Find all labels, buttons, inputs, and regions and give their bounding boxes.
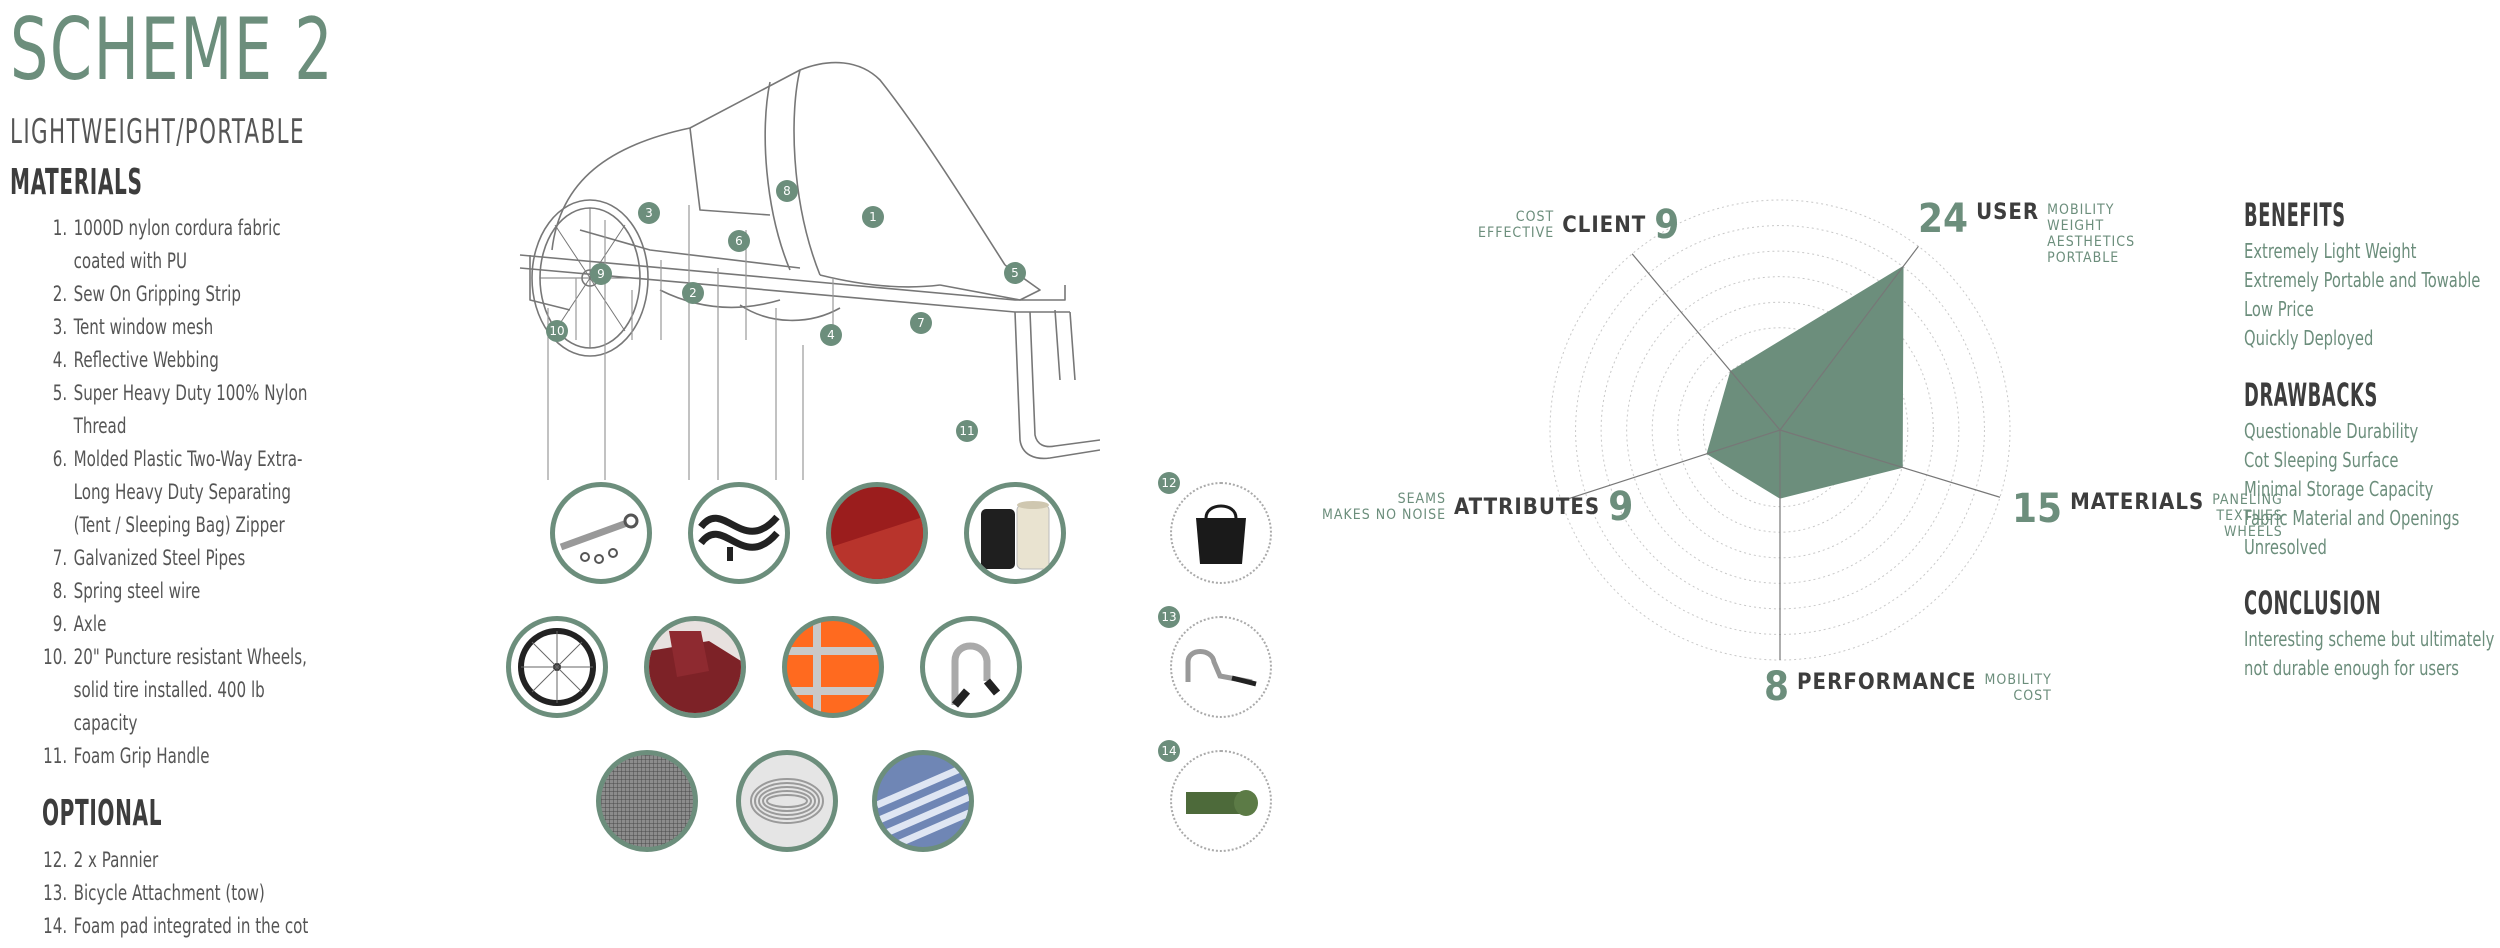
optional-list: 12.2 x Pannier 13.Bicycle Attachment (to… — [40, 844, 308, 943]
tent-mesh-swatch — [596, 750, 698, 852]
list-item: 8.Spring steel wire — [52, 579, 201, 603]
page-title: SCHEME 2 — [10, 0, 335, 100]
list-item: 2.Sew On Gripping Strip — [52, 282, 241, 306]
list-item: Extremely Portable and Towable — [2244, 268, 2481, 292]
list-item: 4.Reflective Webbing — [52, 348, 219, 372]
trailer-drawing — [519, 61, 1100, 480]
gripping-strip-swatch — [644, 616, 746, 718]
list-item: Low Price — [2244, 297, 2314, 321]
radar-axis-materials — [1779, 429, 2001, 498]
zipper-swatch — [688, 482, 790, 584]
page-subtitle: LIGHTWEIGHT/PORTABLE — [10, 112, 305, 152]
list-item: 1.1000D nylon cordura fabric coated with… — [52, 216, 281, 273]
list-item: 6.Molded Plastic Two-Way Extra-Long Heav… — [52, 447, 303, 537]
callout-badge-11: 11 — [956, 420, 978, 442]
radar-axis-attributes — [1561, 429, 1781, 502]
conclusion-text: Interesting scheme but ultimately not du… — [2244, 625, 2494, 683]
nylon-fabric-swatch — [826, 482, 928, 584]
list-item: Quickly Deployed — [2244, 326, 2374, 350]
wheel-swatch — [506, 616, 608, 718]
callout-badge-6: 6 — [728, 230, 750, 252]
drawbacks-heading: DRAWBACKS — [2244, 376, 2378, 414]
drawbacks-list: Questionable Durability Cot Sleeping Sur… — [2244, 417, 2459, 562]
bicycle-attachment-swatch — [1170, 616, 1272, 718]
list-item: 13.Bicycle Attachment (tow) — [43, 881, 265, 905]
conclusion-line: not durable enough for users — [2244, 656, 2459, 680]
list-item: 9.Axle — [52, 612, 107, 636]
list-item: 10.20" Puncture resistant Wheels, solid … — [43, 645, 307, 735]
callout-badge-7: 7 — [910, 312, 932, 334]
list-item: 7.Galvanized Steel Pipes — [52, 546, 246, 570]
nylon-thread-swatch — [964, 482, 1066, 584]
radar-axis-user — [1779, 245, 1919, 431]
materials-heading: MATERIALS — [10, 162, 143, 203]
list-item: 11.Foam Grip Handle — [43, 744, 210, 768]
list-item: Fabric Material and Openings — [2244, 506, 2460, 530]
list-item: 5.Super Heavy Duty 100% Nylon Thread — [52, 381, 308, 438]
radar-area — [1706, 265, 1904, 499]
steel-pipes-swatch — [872, 750, 974, 852]
callout-badge-3: 3 — [638, 202, 660, 224]
callout-badge-8: 8 — [776, 180, 798, 202]
conclusion-line: Interesting scheme but ultimately — [2244, 627, 2495, 651]
list-item: Cot Sleeping Surface — [2244, 448, 2399, 472]
conclusion-heading: CONCLUSION — [2244, 584, 2382, 622]
radar-axis-client — [1631, 253, 1781, 431]
callout-badge-14: 14 — [1158, 740, 1180, 762]
materials-list: 1.1000D nylon cordura fabric coated with… — [40, 212, 376, 773]
callout-badge-12: 12 — [1158, 472, 1180, 494]
pannier-swatch — [1170, 482, 1272, 584]
callout-badge-5: 5 — [1004, 262, 1026, 284]
callout-badge-4: 4 — [820, 324, 842, 346]
callout-badge-1: 1 — [862, 206, 884, 228]
radar-chart — [1549, 199, 2011, 661]
reflective-webbing-swatch — [782, 616, 884, 718]
list-item: 14.Foam pad integrated in the cot — [43, 914, 309, 938]
list-item: Unresolved — [2244, 535, 2327, 559]
callout-badge-2: 2 — [682, 282, 704, 304]
callout-badge-9: 9 — [590, 263, 612, 285]
foam-pad-swatch — [1170, 750, 1272, 852]
list-item: 3.Tent window mesh — [52, 315, 214, 339]
callout-badge-10: 10 — [546, 320, 568, 342]
spring-steel-wire-swatch — [736, 750, 838, 852]
list-item: Minimal Storage Capacity — [2244, 477, 2434, 501]
callout-badge-13: 13 — [1158, 606, 1180, 628]
benefits-heading: BENEFITS — [2244, 196, 2346, 234]
list-item: Questionable Durability — [2244, 419, 2419, 443]
list-item: Extremely Light Weight — [2244, 239, 2417, 263]
list-item: 12.2 x Pannier — [43, 848, 159, 872]
benefits-list: Extremely Light Weight Extremely Portabl… — [2244, 237, 2480, 353]
foam-handle-swatch — [920, 616, 1022, 718]
axle-swatch — [550, 482, 652, 584]
optional-heading: OPTIONAL — [42, 793, 163, 834]
